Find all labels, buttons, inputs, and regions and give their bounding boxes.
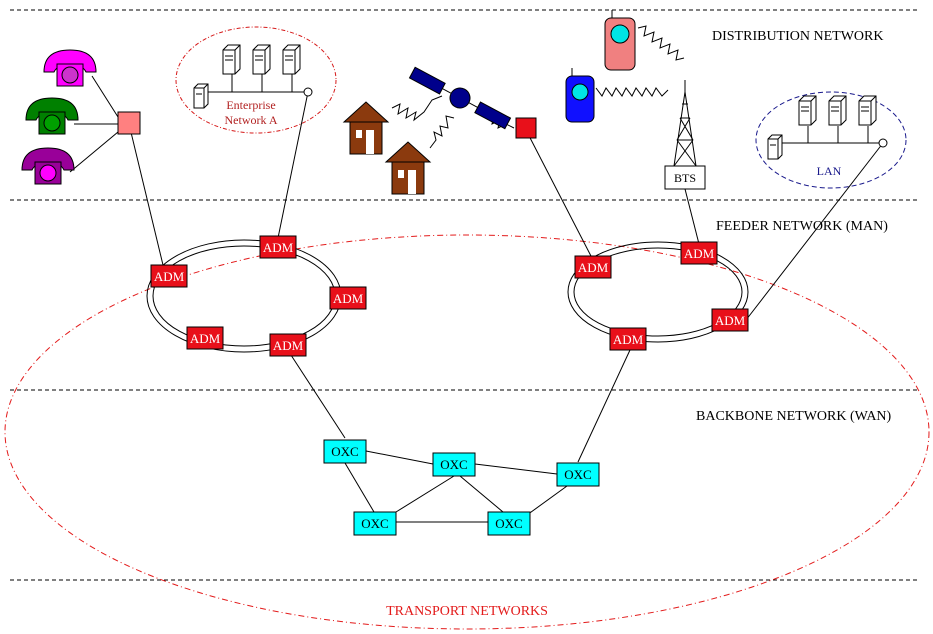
telephone-icon (21, 147, 75, 185)
satellite-hub (515, 117, 537, 139)
bts-tower-icon (673, 80, 697, 167)
oxc-node: OXC (323, 439, 367, 464)
adm-node: ADM (574, 255, 612, 279)
server-icon (858, 95, 877, 126)
transport-networks-ellipse (4, 234, 930, 630)
phone-concentrator (117, 111, 141, 135)
satellite-icon (408, 66, 512, 130)
sonet-ring-right (567, 241, 749, 343)
link-concentrator-adm-left (128, 123, 164, 266)
workstation-icon (193, 83, 209, 109)
adm-node-label: ADM (333, 291, 364, 306)
server-icon (252, 44, 271, 75)
lan-ellipse (755, 91, 907, 189)
transport-networks-label: TRANSPORT NETWORKS (386, 604, 548, 619)
bts-label: BTS (674, 171, 696, 185)
link-lan-adm-right (745, 142, 884, 321)
radio-link (391, 95, 443, 122)
lan-label: LAN (817, 164, 842, 178)
workstation-icon (767, 134, 783, 160)
ring-left-outer (146, 239, 342, 353)
adm-node-label: ADM (263, 240, 294, 255)
adm-node-label: ADM (578, 260, 609, 275)
ring-right-inner (573, 247, 743, 337)
link-oxc2-oxc5 (459, 475, 504, 513)
oxc-node-label: OXC (361, 516, 388, 531)
link-enterprise-adm-top (277, 91, 309, 239)
server-icon (282, 44, 301, 75)
adm-nodes: ADM ADM ADM ADM ADM ADM ADM ADM ADM (150, 235, 749, 357)
connection-links (69, 75, 884, 523)
lan-bus (778, 126, 888, 148)
link-oxc1-oxc4 (344, 462, 375, 513)
adm-node: ADM (186, 326, 224, 350)
oxc-nodes: OXC OXC OXC OXC OXC (323, 439, 600, 536)
adm-node: ADM (259, 235, 297, 259)
adm-node: ADM (609, 327, 647, 351)
link-oxc3-oxc5 (526, 485, 568, 516)
oxc-node: OXC (487, 511, 531, 536)
sonet-ring-left (146, 239, 342, 353)
mobile-phone-icon (604, 10, 636, 71)
adm-node-label: ADM (613, 332, 644, 347)
enterprise-network-label-line1: Enterprise (226, 98, 275, 112)
oxc-node: OXC (556, 462, 600, 487)
ring-left-inner (152, 245, 336, 347)
adm-node-label: ADM (154, 269, 185, 284)
oxc-node-label: OXC (440, 457, 467, 472)
telephone-icon (25, 97, 79, 135)
link-oxc1-oxc2 (365, 450, 434, 465)
link-bts-adm-right-top (684, 188, 700, 245)
server-icon (828, 95, 847, 126)
oxc-node-label: OXC (564, 467, 591, 482)
house-icon (342, 101, 390, 155)
enterprise-network-label-line2: Network A (225, 113, 278, 127)
house-icon (384, 141, 432, 195)
adm-node: ADM (329, 286, 367, 310)
oxc-node: OXC (432, 452, 476, 477)
backbone-network-label: BACKBONE NETWORK (WAN) (696, 409, 892, 424)
adm-node: ADM (150, 264, 188, 288)
server-icon (798, 95, 817, 126)
bts-box (664, 165, 706, 190)
feeder-network-label: FEEDER NETWORK (MAN) (716, 219, 888, 234)
adm-node-label: ADM (190, 331, 221, 346)
link-phone3-concentrator (69, 131, 119, 173)
radio-link (595, 87, 669, 97)
adm-node: ADM (680, 241, 718, 265)
enterprise-network-ellipse (175, 26, 337, 134)
link-oxc2-oxc4 (395, 475, 455, 513)
ring-right-outer (567, 241, 749, 343)
adm-node-label: ADM (715, 313, 746, 328)
link-adm-left-bottom-oxc (288, 351, 346, 439)
telephone-icon (43, 49, 97, 87)
mobile-phone-icon (565, 68, 595, 123)
radio-link (429, 115, 455, 149)
distribution-network-label: DISTRIBUTION NETWORK (712, 29, 883, 44)
link-satellite-hub-adm-right (525, 129, 593, 259)
link-oxc2-oxc3 (474, 463, 558, 475)
layer-separators (10, 9, 920, 581)
server-icon (222, 44, 241, 75)
oxc-node-label: OXC (331, 444, 358, 459)
adm-node: ADM (269, 333, 307, 357)
adm-node-label: ADM (273, 338, 304, 353)
oxc-node: OXC (353, 511, 397, 536)
oxc-node-label: OXC (495, 516, 522, 531)
adm-node: ADM (711, 308, 749, 332)
adm-node-label: ADM (684, 246, 715, 261)
link-adm-right-bottom-oxc (577, 349, 631, 463)
link-phone1-concentrator (91, 75, 119, 118)
radio-link (637, 25, 685, 61)
enterprise-lan-bus (203, 74, 313, 97)
